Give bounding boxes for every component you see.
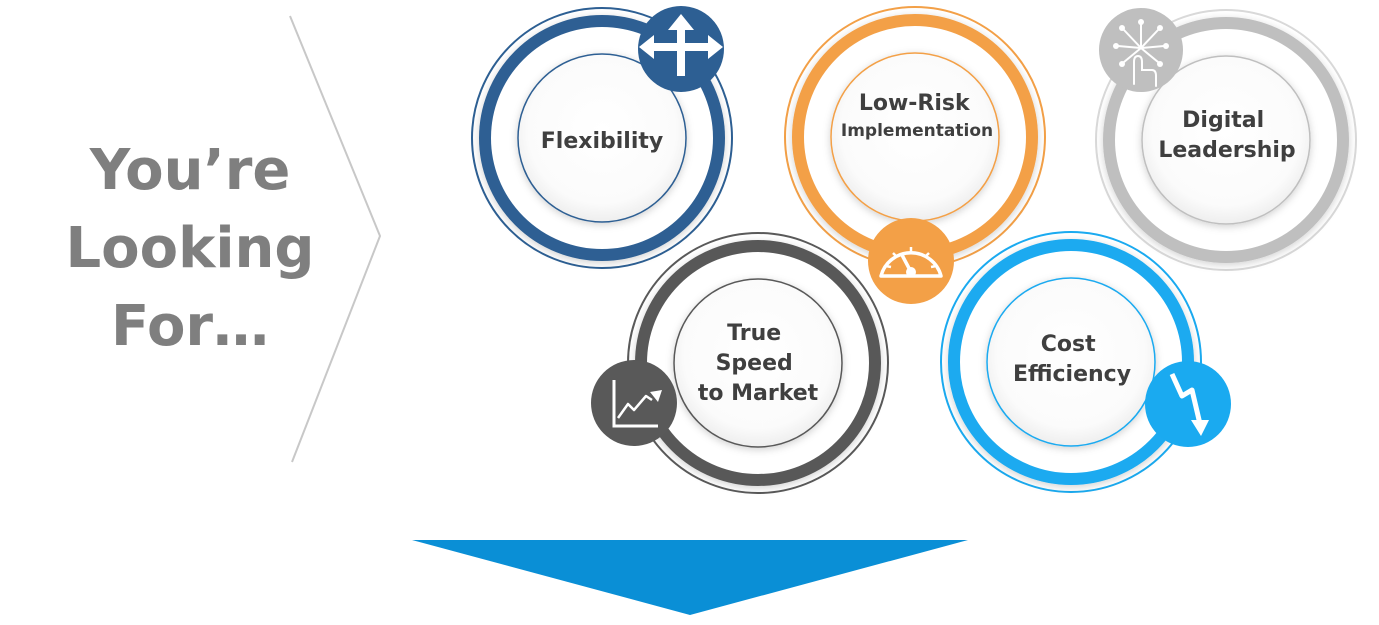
speedometer-icon bbox=[868, 218, 954, 304]
digital-leadership-label: Digital Leadership bbox=[1158, 108, 1295, 163]
down-arrow bbox=[412, 540, 968, 615]
falling-arrow-icon bbox=[1145, 361, 1231, 447]
circle-cost-efficiency: Cost Efficiency bbox=[940, 231, 1231, 493]
digital-hand-icon bbox=[1099, 8, 1183, 92]
chevron-divider bbox=[289, 15, 382, 463]
flexibility-label: Flexibility bbox=[541, 129, 663, 154]
low-risk-label: Low-Risk Implementation bbox=[841, 91, 993, 141]
heading-line-2: Looking bbox=[65, 216, 315, 281]
rising-chart-icon bbox=[591, 360, 677, 446]
heading: You’re Looking For… bbox=[40, 132, 340, 366]
circle-low-risk: Low-Risk Implementation bbox=[784, 6, 1046, 304]
circle-speed-to-market: True Speed to Market bbox=[591, 232, 889, 494]
heading-line-3: For… bbox=[110, 294, 270, 359]
circle-digital-leadership: Digital Leadership bbox=[1095, 8, 1357, 271]
four-way-arrows-icon bbox=[638, 6, 724, 92]
heading-line-1: You’re bbox=[89, 138, 291, 203]
speed-to-market-label: True Speed to Market bbox=[698, 321, 819, 406]
circle-flexibility: Flexibility bbox=[471, 6, 733, 269]
cost-efficiency-label: Cost Efficiency bbox=[1013, 332, 1131, 387]
